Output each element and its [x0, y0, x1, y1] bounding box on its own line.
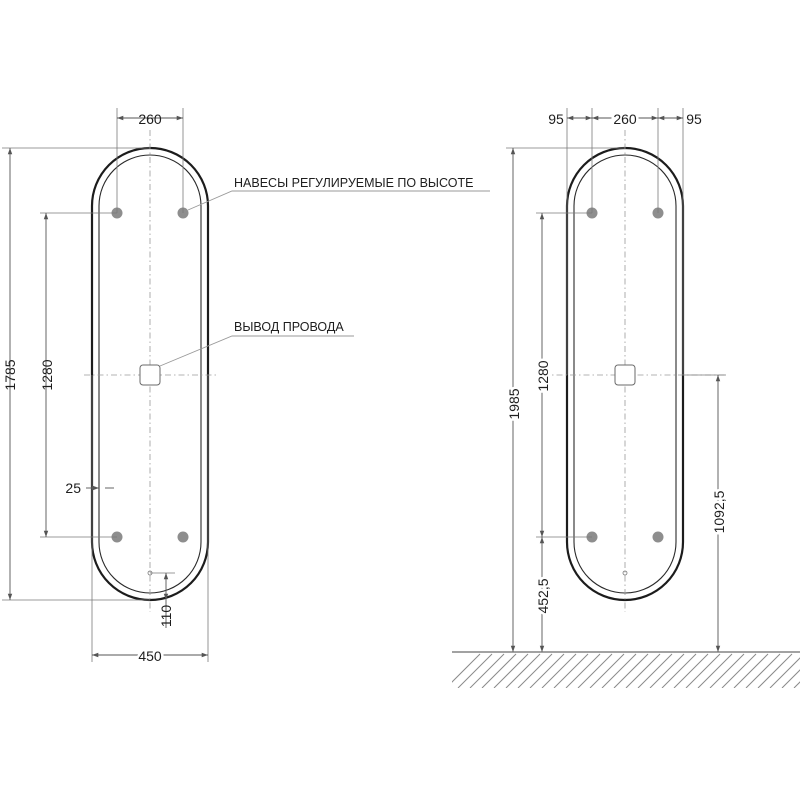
- left-dim-overall-height: 1785: [2, 359, 18, 390]
- right-dim-side-left: 95: [548, 111, 564, 127]
- hinges-leader-line: [187, 190, 490, 211]
- left-dim-frame-offset: 25: [65, 480, 81, 496]
- left-dim-mount-spacing: 1280: [39, 359, 55, 390]
- right-dim-mount-spacing: 1280: [535, 360, 551, 391]
- right-wire-outlet: [614, 364, 636, 386]
- left-dim-bottom-offset: 110: [158, 605, 174, 628]
- left-dim-spacing-width: 260: [138, 111, 162, 127]
- right-view: 95 260 95 1985 1280 452,5 1092,5: [452, 108, 800, 688]
- right-bottom-marker: [622, 570, 628, 576]
- left-mount-bottom-right: [177, 531, 189, 543]
- wire-note: ВЫВОД ПРОВОДА: [234, 320, 344, 334]
- right-dim-spacing-width: 260: [613, 111, 637, 127]
- wire-leader-line: [159, 335, 354, 367]
- left-view: 260 1785 1280 25 110 450 НАВЕСЫ РЕГУЛИРУ…: [2, 108, 490, 667]
- right-dim-floor-to-bottom-mount: 452,5: [535, 578, 551, 613]
- right-dim-floor-to-top: 1985: [506, 388, 522, 419]
- right-dim-floor-to-wire: 1092,5: [711, 490, 727, 533]
- right-dim-side-right: 95: [686, 111, 702, 127]
- hinges-note: НАВЕСЫ РЕГУЛИРУЕМЫЕ ПО ВЫСОТЕ: [234, 176, 473, 190]
- right-mount-bottom-right: [652, 531, 664, 543]
- left-wire-outlet: [139, 364, 161, 386]
- left-dim-overall-width: 450: [138, 648, 162, 664]
- floor-hatching: [452, 653, 800, 688]
